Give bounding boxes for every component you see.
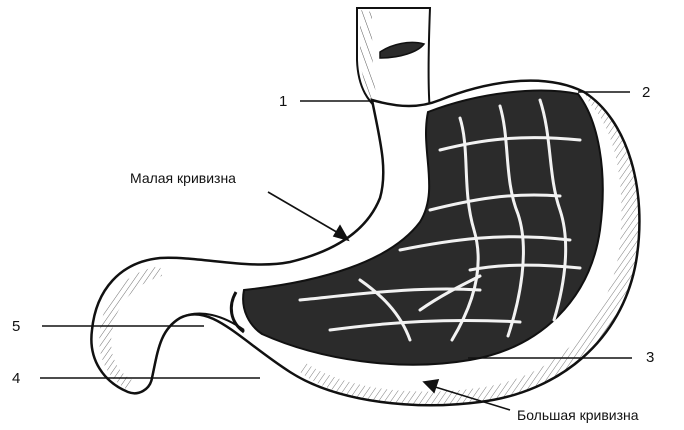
label-2: 2	[642, 84, 650, 101]
label-lesser-curvature: Малая кривизна	[130, 170, 236, 186]
label-1: 1	[279, 93, 287, 110]
arrow-lesser-curvature	[268, 192, 340, 234]
label-3: 3	[646, 349, 654, 366]
label-4: 4	[12, 370, 20, 387]
label-5: 5	[12, 318, 20, 335]
arrow-head-lesser	[334, 226, 348, 240]
label-greater-curvature: Большая кривизна	[517, 407, 639, 423]
